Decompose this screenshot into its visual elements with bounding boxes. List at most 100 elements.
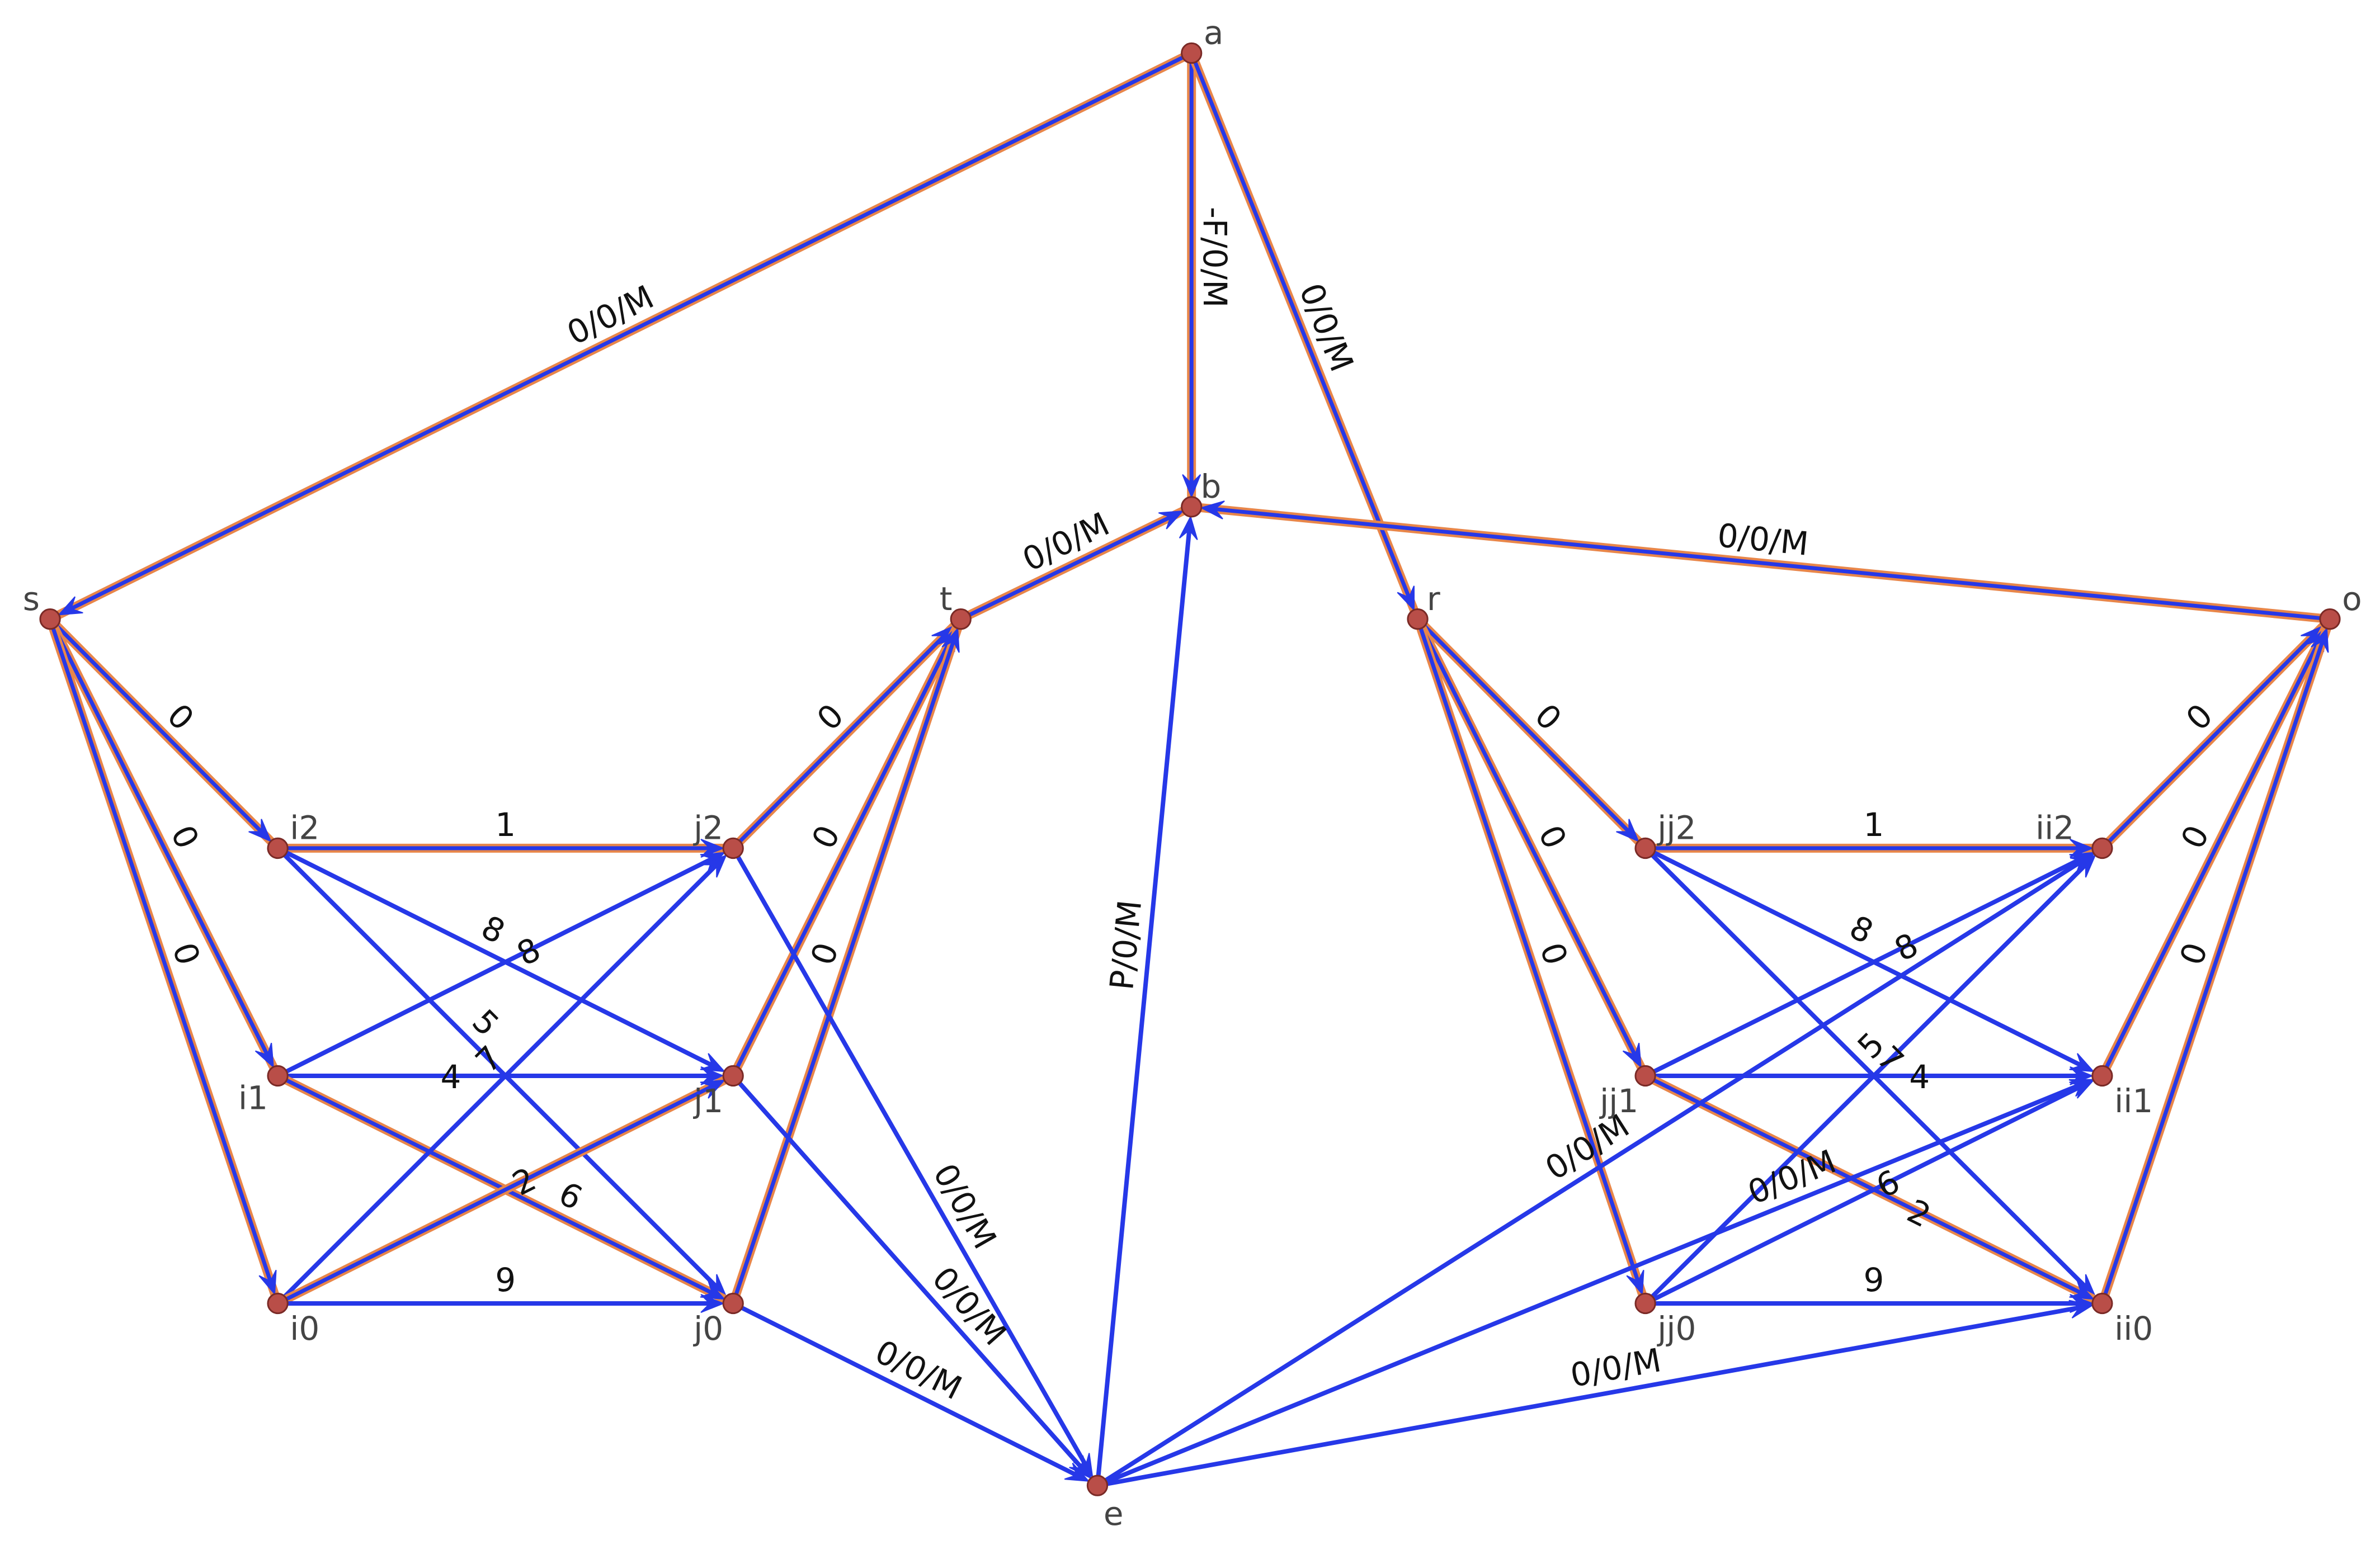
node-t: t bbox=[940, 580, 972, 630]
arrowhead bbox=[2068, 1300, 2094, 1319]
node-o: o bbox=[2319, 580, 2362, 630]
node-jj1: jj1 bbox=[1599, 1065, 1656, 1120]
edge-line bbox=[1105, 1305, 2084, 1486]
node-label: jj2 bbox=[1656, 809, 1696, 847]
node-e: e bbox=[1086, 1475, 1124, 1533]
edge-line bbox=[1096, 525, 1192, 1478]
edge-line bbox=[1420, 626, 1638, 1059]
node-label: i0 bbox=[290, 1310, 319, 1348]
arrowhead bbox=[941, 627, 960, 653]
node-label: ii2 bbox=[2035, 809, 2074, 847]
arrowhead bbox=[258, 1269, 277, 1296]
edge-s-i1 bbox=[50, 623, 278, 1072]
edge-label-jj0-ii0: 9 bbox=[1864, 1261, 1884, 1299]
node-s: s bbox=[23, 580, 61, 630]
node-dot bbox=[2091, 1292, 2113, 1315]
node-ii0: ii0 bbox=[2091, 1292, 2153, 1348]
node-i0: i0 bbox=[267, 1292, 319, 1348]
arrowhead bbox=[1200, 500, 1225, 519]
arrowhead bbox=[2070, 852, 2095, 873]
edge-a-s bbox=[54, 53, 1187, 620]
arrowhead bbox=[1064, 1462, 1090, 1482]
edge-label-a-b: -F/0/M bbox=[1196, 207, 1234, 308]
arrowhead bbox=[1158, 510, 1184, 530]
edge-line bbox=[1652, 1083, 2086, 1302]
edge-label-j0-t: 0 bbox=[803, 938, 846, 970]
edge-label-r-jj0: 0 bbox=[1533, 938, 1575, 970]
node-dot bbox=[1086, 1475, 1109, 1496]
edge-line bbox=[1418, 626, 1641, 1286]
edge-label-jj2-ii2: 1 bbox=[1864, 806, 1884, 844]
node-a: a bbox=[1181, 14, 1223, 64]
edge-line bbox=[52, 626, 271, 1059]
edge-i0-j2 bbox=[282, 854, 728, 1299]
node-i1: i1 bbox=[238, 1065, 289, 1117]
node-dot bbox=[2091, 1065, 2113, 1087]
node-dot bbox=[39, 608, 61, 630]
edge-line bbox=[282, 853, 721, 1291]
edge-label-ii0-o: 0 bbox=[2172, 938, 2215, 970]
node-label: e bbox=[1104, 1495, 1124, 1533]
node-label: j0 bbox=[692, 1310, 723, 1348]
edge-label-i1-j1: 4 bbox=[441, 1058, 461, 1096]
edge-r-jj1 bbox=[1417, 623, 1646, 1072]
edge-e-ii1 bbox=[1104, 1079, 2095, 1484]
edge-line bbox=[1210, 507, 2322, 620]
node-label: j2 bbox=[692, 809, 723, 847]
edge-line bbox=[739, 1305, 1081, 1478]
edge-label-i2-j1: 8 bbox=[475, 908, 511, 951]
edge-j1-t bbox=[733, 623, 961, 1072]
node-j1: j1 bbox=[692, 1065, 744, 1120]
node-b: b bbox=[1181, 467, 1221, 518]
node-label: ii0 bbox=[2114, 1310, 2153, 1348]
edge-label-jj1-ii1: 4 bbox=[1909, 1058, 1930, 1096]
node-label: i2 bbox=[290, 809, 319, 847]
node-label: jj1 bbox=[1599, 1082, 1638, 1120]
node-label: j1 bbox=[692, 1082, 723, 1120]
edge-s-i0 bbox=[49, 623, 280, 1299]
edge-j0-t bbox=[732, 623, 963, 1299]
edge-line bbox=[736, 854, 1090, 1470]
arrowhead bbox=[248, 819, 272, 843]
edge-line bbox=[1104, 1081, 2085, 1484]
edge-r-jj2 bbox=[1420, 621, 1643, 846]
edge-line bbox=[1650, 861, 2090, 1299]
arrowhead bbox=[700, 1294, 725, 1313]
node-dot bbox=[1181, 496, 1203, 518]
edges-layer bbox=[49, 53, 2331, 1486]
edge-line bbox=[736, 636, 954, 1069]
edge-ii1-o bbox=[2102, 623, 2330, 1072]
edge-e-ii2 bbox=[1103, 852, 2095, 1483]
node-label: o bbox=[2342, 580, 2362, 618]
edge-label-s-i0: 0 bbox=[165, 938, 208, 970]
edge-t-b bbox=[965, 507, 1187, 620]
arrowhead bbox=[1182, 474, 1201, 499]
edge-r-jj0 bbox=[1416, 623, 1647, 1299]
edge-line bbox=[2104, 636, 2323, 1069]
edge-a-r bbox=[1190, 58, 1419, 615]
edge-line bbox=[1103, 857, 2087, 1483]
edge-label-jj2-ii1: 8 bbox=[1844, 908, 1879, 951]
node-label: ii1 bbox=[2114, 1082, 2153, 1120]
edge-s-i2 bbox=[52, 621, 276, 846]
edge-line bbox=[284, 1083, 717, 1301]
edge-line bbox=[67, 55, 1185, 612]
edge-e-b bbox=[1096, 515, 1198, 1478]
edge-label-i0-j0: 9 bbox=[495, 1261, 516, 1299]
arrowhead bbox=[700, 1079, 726, 1099]
node-jj2: jj2 bbox=[1634, 809, 1696, 859]
arrowhead bbox=[704, 854, 728, 878]
edge-i0-j0 bbox=[285, 1294, 725, 1313]
edge-line bbox=[968, 514, 1175, 617]
node-dot bbox=[267, 1065, 289, 1087]
node-dot bbox=[722, 1292, 744, 1315]
node-r: r bbox=[1407, 580, 1440, 630]
edge-line bbox=[2107, 632, 2317, 843]
node-ii2: ii2 bbox=[2035, 809, 2113, 859]
edge-o-b bbox=[1196, 500, 2325, 623]
node-j2: j2 bbox=[692, 809, 744, 859]
arrowhead bbox=[1179, 515, 1198, 540]
node-dot bbox=[267, 837, 289, 859]
edge-line bbox=[55, 624, 265, 835]
